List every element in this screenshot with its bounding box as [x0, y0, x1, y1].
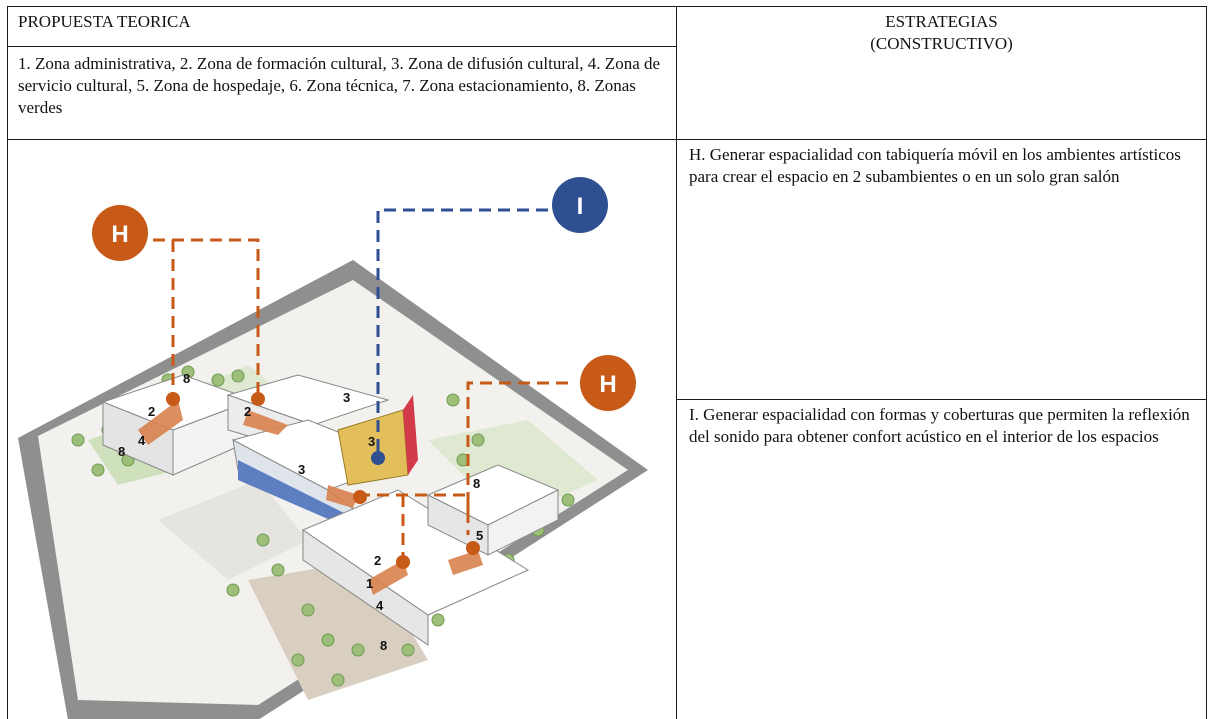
zone-number: 3	[343, 390, 350, 405]
strategies-header-cell: ESTRATEGIAS (CONSTRUCTIVO)	[676, 6, 1207, 140]
svg-text:H: H	[599, 371, 616, 398]
zone-number: 8	[380, 638, 387, 653]
zone-number: 2	[244, 404, 251, 419]
zone-number: 5	[476, 528, 483, 543]
zone-number: 1	[366, 576, 373, 591]
site-axonometric-diagram: H I H 8 2 4 8 2 3 3 3 8 5 2	[18, 177, 648, 719]
building-wing-right	[426, 464, 560, 556]
proposal-header-cell: PROPUESTA TEORICA	[7, 6, 677, 47]
zone-numbers: 8 2 4 8 2 3 3 3 8 5 2 1 4 8	[118, 371, 483, 653]
callout-lines	[153, 208, 568, 560]
zone-number: 4	[138, 433, 146, 448]
callout-endpoints	[166, 392, 480, 569]
zone-number: 8	[183, 371, 190, 386]
strategy-H-cell: H. Generar espacialidad con tabiquería m…	[676, 139, 1207, 400]
strategy-I-cell: I. Generar espacialidad con formas y cob…	[676, 399, 1207, 719]
plaza-area	[158, 480, 308, 580]
svg-text:H: H	[111, 221, 128, 248]
badge-h-left: H	[92, 205, 148, 261]
zone-number: 3	[298, 462, 305, 477]
strategy-H-text: H. Generar espacialidad con tabiquería m…	[689, 145, 1181, 186]
zone-number: 8	[118, 444, 125, 459]
zones-cell: 1. Zona administrativa, 2. Zona de forma…	[7, 46, 677, 140]
svg-text:I: I	[577, 193, 584, 220]
red-wall	[403, 395, 418, 475]
strategies-subheader: (CONSTRUCTIVO)	[870, 34, 1013, 53]
strategy-I-text: I. Generar espacialidad con formas y cob…	[689, 405, 1190, 446]
site-diagram-cell: H I H 8 2 4 8 2 3 3 3 8 5 2	[7, 139, 677, 719]
zone-number: 3	[368, 434, 375, 449]
zone-number: 8	[473, 476, 480, 491]
zones-list: 1. Zona administrativa, 2. Zona de forma…	[18, 54, 661, 117]
proposal-header: PROPUESTA TEORICA	[18, 12, 191, 31]
zone-number: 2	[148, 404, 155, 419]
badge-h-right: H	[580, 355, 636, 411]
zone-number: 2	[374, 553, 381, 568]
strategies-header: ESTRATEGIAS	[885, 12, 998, 31]
zone-number: 4	[376, 598, 384, 613]
badge-i-top: I	[552, 177, 608, 233]
strategy-H-wedges	[138, 400, 483, 595]
